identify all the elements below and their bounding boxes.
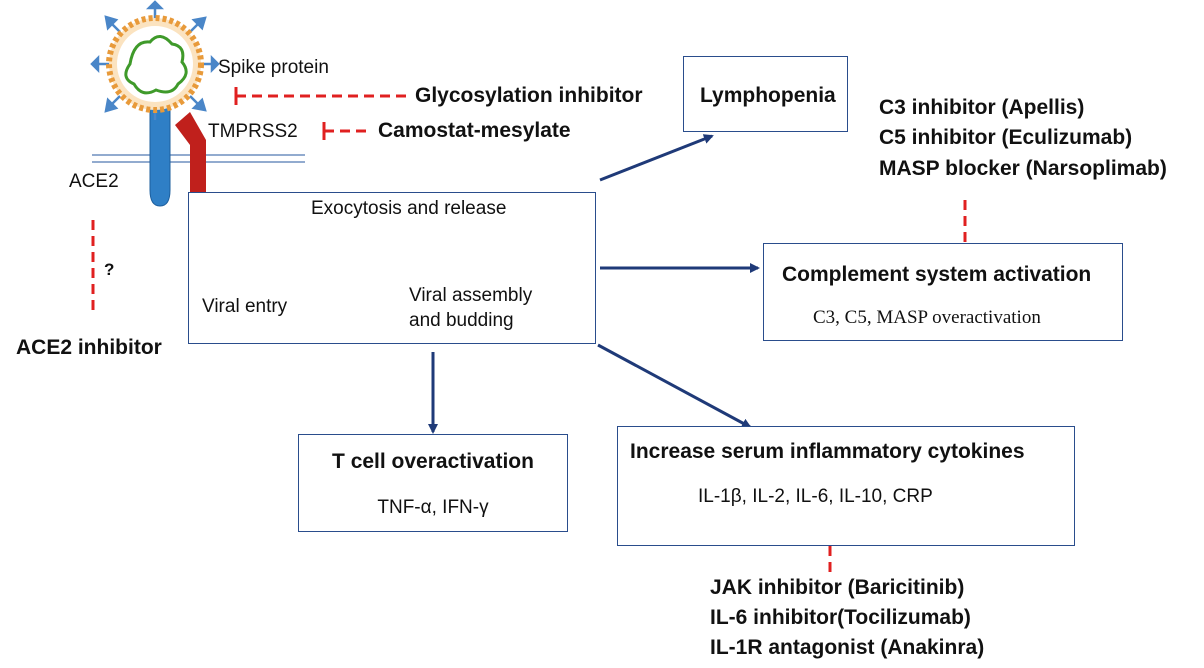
cell-process-box bbox=[188, 192, 596, 344]
tmprss2-receptor-icon bbox=[175, 112, 206, 200]
tcell-detail: TNF-α, IFN-γ bbox=[377, 497, 489, 518]
question-mark: ? bbox=[104, 260, 115, 279]
spike-protein-label: Spike protein bbox=[218, 57, 329, 78]
tcell-box bbox=[298, 434, 568, 532]
complement-detail: C3, C5, MASP overactivation bbox=[813, 307, 1041, 328]
virus-icon bbox=[90, 0, 220, 120]
cytokines-title: Increase serum inflammatory cytokines bbox=[630, 440, 1025, 463]
il1r-antagonist-label: IL-1R antagonist (Anakinra) bbox=[710, 636, 985, 659]
glycosylation-inhibitor-label: Glycosylation inhibitor bbox=[415, 84, 643, 107]
c3-inhibitor-label: C3 inhibitor (Apellis) bbox=[879, 96, 1085, 119]
camostat-inhibition-line bbox=[322, 122, 372, 140]
cytokines-box bbox=[617, 426, 1075, 546]
tcell-title: T cell overactivation bbox=[332, 450, 534, 473]
camostat-label: Camostat-mesylate bbox=[378, 119, 571, 142]
il6-inhibitor-label: IL-6 inhibitor(Tocilizumab) bbox=[710, 606, 971, 629]
arrow-to-lymphopenia bbox=[599, 134, 714, 182]
ace2-label: ACE2 bbox=[69, 171, 119, 192]
viral-budding-label: and budding bbox=[409, 310, 514, 331]
lymphopenia-box bbox=[683, 56, 848, 132]
complement-title: Complement system activation bbox=[782, 263, 1092, 286]
jak-inhibitor-label: JAK inhibitor (Baricitinib) bbox=[710, 576, 965, 599]
exocytosis-label: Exocytosis and release bbox=[311, 198, 507, 219]
c5-inhibitor-label: C5 inhibitor (Eculizumab) bbox=[879, 126, 1133, 149]
ace2-inhibitor-label: ACE2 inhibitor bbox=[16, 336, 162, 359]
lymphopenia-title: Lymphopenia bbox=[700, 84, 836, 107]
viral-assembly-label: Viral assembly bbox=[409, 285, 533, 306]
cytokines-detail: IL-1β, IL-2, IL-6, IL-10, CRP bbox=[698, 486, 933, 507]
glycosylation-inhibition-line bbox=[234, 87, 410, 105]
arrow-to-cytokines bbox=[597, 343, 752, 429]
viral-entry-label: Viral entry bbox=[202, 296, 288, 317]
masp-blocker-label: MASP blocker (Narsoplimab) bbox=[879, 157, 1167, 180]
complement-box bbox=[763, 243, 1123, 341]
tmprss2-label: TMPRSS2 bbox=[208, 121, 298, 142]
